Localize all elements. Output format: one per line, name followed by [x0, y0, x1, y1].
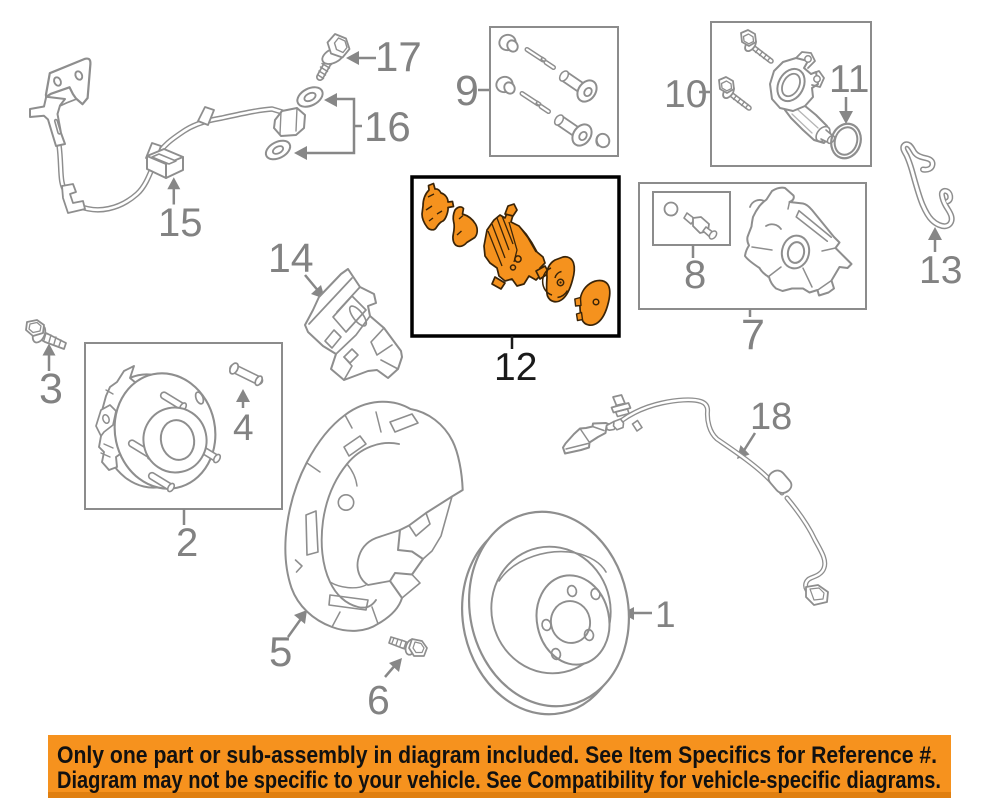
svg-text:4: 4	[233, 407, 254, 448]
svg-text:5: 5	[269, 628, 292, 675]
svg-text:1: 1	[655, 594, 676, 635]
svg-text:17: 17	[375, 33, 422, 80]
svg-text:3: 3	[39, 365, 63, 413]
svg-text:11: 11	[829, 58, 870, 101]
svg-text:2: 2	[176, 521, 198, 565]
svg-text:18: 18	[750, 396, 792, 438]
svg-text:14: 14	[268, 235, 314, 281]
svg-text:6: 6	[367, 677, 390, 723]
svg-text:15: 15	[158, 201, 203, 245]
svg-text:12: 12	[494, 346, 537, 389]
svg-text:10: 10	[664, 73, 707, 116]
svg-text:Only one part or sub-assembly: Only one part or sub-assembly in diagram…	[57, 742, 937, 769]
svg-text:16: 16	[364, 103, 411, 150]
svg-text:13: 13	[919, 249, 962, 292]
svg-text:9: 9	[455, 67, 479, 115]
svg-text:8: 8	[684, 253, 706, 297]
svg-text:7: 7	[741, 311, 765, 359]
svg-text:Diagram may not be specific to: Diagram may not be specific to your vehi…	[57, 767, 941, 794]
